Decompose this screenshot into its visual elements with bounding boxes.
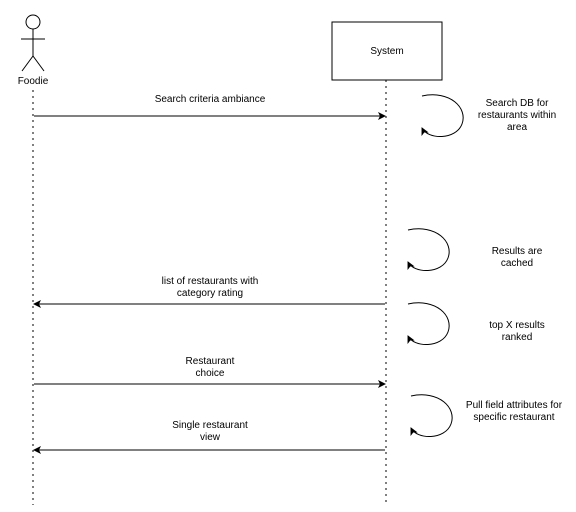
self-note-line: top X results bbox=[489, 320, 545, 331]
message-label-line: view bbox=[199, 432, 220, 443]
foodie-label: Foodie bbox=[17, 76, 49, 87]
self-call-loop bbox=[421, 94, 464, 137]
foodie-actor-icon bbox=[21, 14, 45, 72]
message-label-restaurant-list: list of restaurants with category rating bbox=[110, 276, 310, 300]
self-note-line: Results are bbox=[491, 246, 543, 257]
self-call-loop bbox=[407, 302, 450, 345]
message-label-restaurant-choice: Restaurant choice bbox=[110, 356, 310, 380]
self-note-results-cached: Results are cached bbox=[462, 246, 572, 270]
self-note-line: area bbox=[506, 122, 527, 133]
self-note-top-results: top X results ranked bbox=[462, 320, 572, 344]
message-label-line: Single restaurant bbox=[172, 420, 248, 431]
self-note-line: Pull field attributes for bbox=[465, 400, 563, 411]
self-note-line: specific restaurant bbox=[473, 412, 555, 423]
self-note-line: Search DB for bbox=[485, 98, 549, 109]
self-call-loop bbox=[410, 394, 453, 437]
system-label: System bbox=[370, 46, 404, 57]
self-note-line: restaurants within bbox=[477, 110, 557, 121]
message-label-line: list of restaurants with bbox=[161, 276, 259, 287]
self-note-line: ranked bbox=[501, 332, 533, 343]
self-note-search-db: Search DB for restaurants within area bbox=[462, 98, 572, 134]
message-label-line: Search criteria ambiance bbox=[154, 94, 266, 105]
self-call-loop bbox=[407, 228, 450, 271]
system-box bbox=[331, 21, 443, 81]
self-note-pull-attributes: Pull field attributes for specific resta… bbox=[452, 400, 576, 424]
message-label-line: Restaurant bbox=[185, 356, 235, 367]
message-label-line: choice bbox=[195, 368, 225, 379]
message-label-search-criteria: Search criteria ambiance bbox=[110, 94, 310, 106]
self-note-line: cached bbox=[500, 258, 534, 269]
message-label-line: category rating bbox=[176, 288, 244, 299]
message-label-single-restaurant: Single restaurant view bbox=[110, 420, 310, 444]
